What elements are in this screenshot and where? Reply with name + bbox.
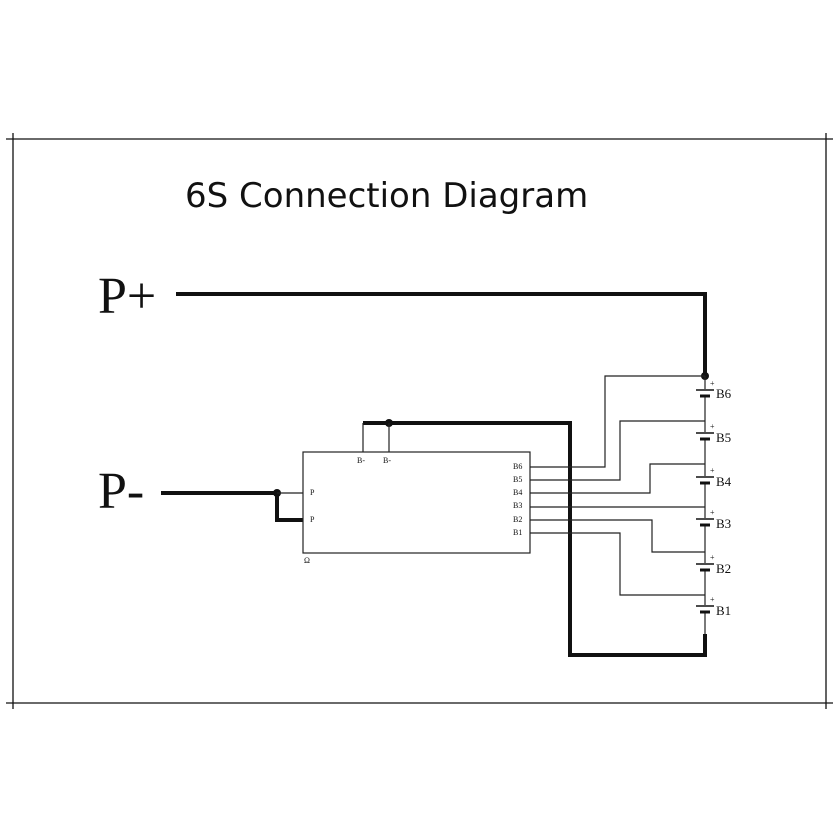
cell-b5-label: B5: [716, 430, 731, 445]
balance-wire-b6: [530, 375, 705, 468]
cell-b6-label: B6: [716, 386, 732, 401]
cell-b4-plus: +: [710, 466, 715, 475]
cell-b2: + B2: [695, 553, 731, 576]
balance-wire-b2: [530, 519, 705, 553]
board-pin-b4: B4: [513, 488, 522, 497]
board-pin-b3: B3: [513, 501, 522, 510]
board-top-pin-2: B-: [383, 456, 391, 465]
battery-negative-wire: [363, 421, 707, 657]
cell-b6-plus: +: [710, 379, 715, 388]
board-top-pin-1: B-: [357, 456, 365, 465]
cell-b5: + B5: [695, 422, 731, 445]
cell-b6: + B6: [695, 379, 732, 401]
balance-wire-b5: [530, 420, 705, 481]
cell-b2-plus: +: [710, 553, 715, 562]
terminal-negative-label: P-: [98, 463, 144, 520]
board-pin-b6: B6: [513, 462, 522, 471]
balance-wire-b1: [530, 532, 705, 596]
board-pin-b1: B1: [513, 528, 522, 537]
positive-wire: [176, 292, 707, 376]
cell-b3-label: B3: [716, 516, 731, 531]
diagram-title: 6S Connection Diagram: [185, 176, 588, 216]
balance-wires: [530, 375, 705, 596]
board-corner-mark: Ω: [304, 556, 310, 565]
negative-wire: [161, 491, 303, 522]
board-left-pin-2: P: [310, 515, 315, 524]
board-left-pin-1: P: [310, 488, 315, 497]
board-pin-b5: B5: [513, 475, 522, 484]
cell-b4: + B4: [695, 466, 732, 489]
balance-wire-b4: [530, 463, 705, 494]
terminal-positive-label: P+: [98, 268, 156, 325]
cell-b4-label: B4: [716, 474, 732, 489]
board-pin-b2: B2: [513, 515, 522, 524]
cell-b3: + B3: [695, 508, 731, 531]
bms-board: B- B- P P Ω B6 B5 B4 B3 B2 B1: [302, 451, 531, 565]
cell-b2-label: B2: [716, 561, 731, 576]
cell-b3-plus: +: [710, 508, 715, 517]
cell-b5-plus: +: [710, 422, 715, 431]
cell-b1: + B1: [695, 595, 731, 618]
page-frame: [6, 133, 833, 709]
cell-b1-plus: +: [710, 595, 715, 604]
cell-b1-label: B1: [716, 603, 731, 618]
